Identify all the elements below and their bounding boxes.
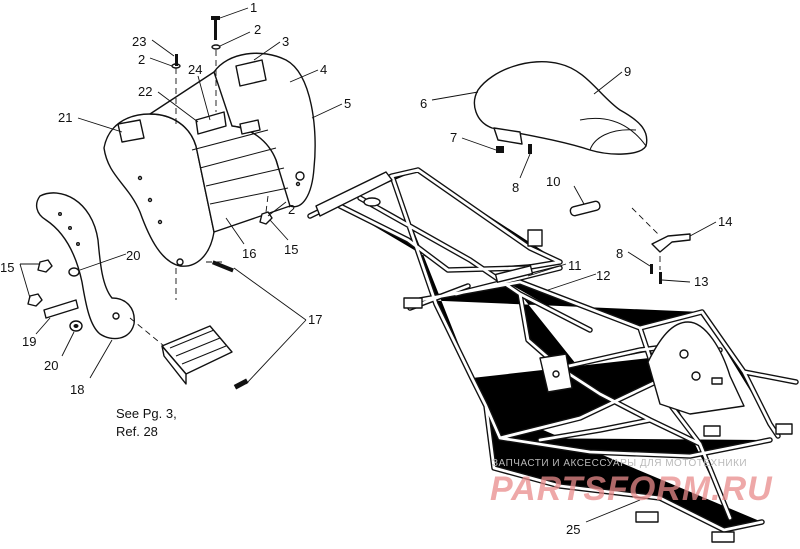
callout-8: 8 (616, 246, 623, 261)
leader-lines (19, 7, 717, 523)
watermark-tagline: ЗАПЧАСТИ И АКСЕССУАРЫ ДЛЯ МОТОТЕХНИКИ (492, 458, 747, 469)
seat-latch (569, 200, 691, 253)
callout-20: 20 (126, 248, 140, 263)
callout-4: 4 (320, 62, 327, 77)
callout-2: 2 (254, 22, 261, 37)
callout-12: 12 (596, 268, 610, 283)
rear-fender (103, 52, 316, 267)
callout-22: 22 (138, 84, 152, 99)
callout-14: 14 (718, 214, 732, 229)
reference-note-line1: See Pg. 3, (116, 406, 177, 421)
callout-15: 15 (0, 260, 14, 275)
watermark-logo-text: PARTSFORM.RU (490, 470, 773, 508)
callout-13: 13 (694, 274, 708, 289)
callout-9: 9 (624, 64, 631, 79)
callout-3: 3 (282, 34, 289, 49)
watermark: ЗАПЧАСТИ И АКСЕССУАРЫ ДЛЯ МОТОТЕХНИКИ PA… (490, 458, 773, 508)
callout-5: 5 (344, 96, 351, 111)
callout-labels: 1 2 3 23 2 4 24 22 5 21 9 6 7 8 2 10 16 … (0, 0, 732, 537)
callout-23: 23 (132, 34, 146, 49)
callout-6: 6 (420, 96, 427, 111)
callout-19: 19 (22, 334, 36, 349)
callout-8: 8 (512, 180, 519, 195)
reference-note-line2: Ref. 28 (116, 424, 158, 439)
callout-15: 15 (284, 242, 298, 257)
callout-24: 24 (188, 62, 202, 77)
callout-17: 17 (308, 312, 322, 327)
callout-11: 11 (568, 258, 582, 273)
callout-2: 2 (288, 202, 295, 217)
callout-2: 2 (138, 52, 145, 67)
callout-21: 21 (58, 110, 72, 125)
footrest (161, 325, 249, 390)
callout-18: 18 (70, 382, 84, 397)
callout-10: 10 (546, 174, 560, 189)
callout-20: 20 (44, 358, 58, 373)
frame (310, 170, 796, 543)
callout-16: 16 (242, 246, 256, 261)
callout-1: 1 (250, 0, 257, 15)
fender-extension (35, 192, 135, 340)
hardware (27, 16, 662, 332)
seat (473, 61, 648, 155)
callout-7: 7 (450, 130, 457, 145)
callout-25: 25 (566, 522, 580, 537)
